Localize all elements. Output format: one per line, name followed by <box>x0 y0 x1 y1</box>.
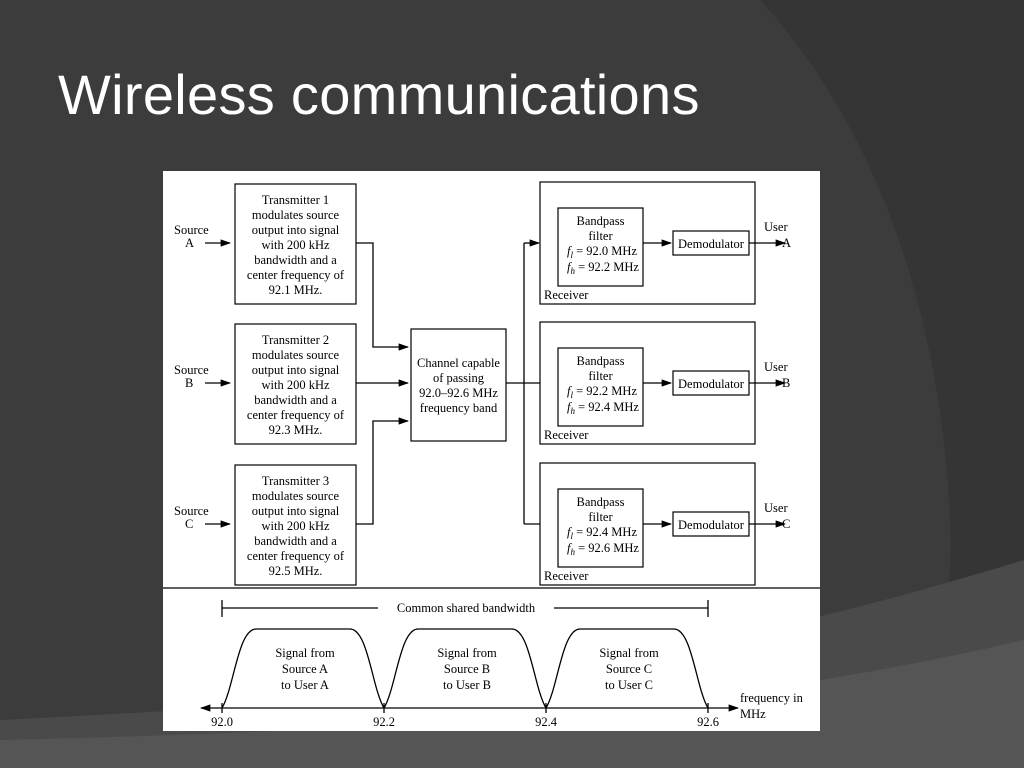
transmitter-text: 92.5 MHz. <box>269 564 323 578</box>
transmitter-text: center frequency of <box>247 268 345 282</box>
signal-spectrum-shape <box>221 628 385 709</box>
user-letter: C <box>782 517 790 531</box>
axis-label: MHz <box>740 707 766 721</box>
filter-low-cutoff: fl = 92.2 MHz <box>567 384 637 400</box>
user-label: User <box>764 220 788 234</box>
transmitter-text: Transmitter 3 <box>262 474 329 488</box>
transmitter-text: output into signal <box>252 504 340 518</box>
filter-title: Bandpass <box>577 354 625 368</box>
filter-title: filter <box>588 510 613 524</box>
filter-high-cutoff: fh = 92.2 MHz <box>567 260 639 276</box>
channel-text: of passing <box>433 371 485 385</box>
channel-text: 92.0–92.6 MHz <box>419 386 498 400</box>
transmitter-text: Transmitter 1 <box>262 193 329 207</box>
transmitter-box <box>234 183 357 305</box>
source-letter: C <box>185 517 193 531</box>
transmitter-text: output into signal <box>252 363 340 377</box>
transmitter-text: modulates source <box>252 489 340 503</box>
transmitter-box <box>234 323 357 445</box>
axis-tick-label: 92.2 <box>373 715 395 729</box>
channel-box <box>410 328 507 442</box>
signal-label: to User A <box>281 678 329 692</box>
user-letter: B <box>782 376 790 390</box>
transmitter-text: center frequency of <box>247 408 345 422</box>
signal-label: to User B <box>443 678 491 692</box>
receiver-label: Receiver <box>544 569 589 583</box>
transmitter-text: bandwidth and a <box>254 393 337 407</box>
demodulator-label: Demodulator <box>678 518 745 532</box>
signal-label: Source C <box>606 662 652 676</box>
transmitter-text: output into signal <box>252 223 340 237</box>
tx3-to-channel-arrow <box>356 417 410 525</box>
source-label: Source <box>174 363 209 377</box>
filter-high-cutoff: fh = 92.4 MHz <box>567 400 639 416</box>
transmitter-text: modulates source <box>252 208 340 222</box>
demodulator-label: Demodulator <box>678 377 745 391</box>
axis-tick-label: 92.4 <box>535 715 558 729</box>
source-letter: A <box>185 236 194 250</box>
demodulator-box <box>672 230 750 256</box>
user-letter: A <box>782 236 791 250</box>
transmitter-text: bandwidth and a <box>254 534 337 548</box>
demodulator-label: Demodulator <box>678 237 745 251</box>
filter-title: Bandpass <box>577 214 625 228</box>
signal-label: Signal from <box>275 646 335 660</box>
axis-label: frequency in <box>740 691 804 705</box>
bandpass-filter-box <box>557 488 644 568</box>
tx1-to-channel-arrow <box>356 242 410 351</box>
transmitter-text: Transmitter 2 <box>262 333 329 347</box>
source-letter: B <box>185 376 193 390</box>
transmitter-text: center frequency of <box>247 549 345 563</box>
receiver-label: Receiver <box>544 428 589 442</box>
user-label: User <box>764 360 788 374</box>
transmitter-text: with 200 kHz <box>261 238 330 252</box>
source-label: Source <box>174 223 209 237</box>
filter-low-cutoff: fl = 92.4 MHz <box>567 525 637 541</box>
filter-high-cutoff: fh = 92.6 MHz <box>567 541 639 557</box>
signal-label: Signal from <box>599 646 659 660</box>
filter-low-cutoff: fl = 92.0 MHz <box>567 244 637 260</box>
transmitter-text: modulates source <box>252 348 340 362</box>
transmitter-text: 92.1 MHz. <box>269 283 323 297</box>
transmitter-text: with 200 kHz <box>261 378 330 392</box>
bandwidth-label: Common shared bandwidth <box>397 601 536 615</box>
filter-title: Bandpass <box>577 495 625 509</box>
signal-spectrum-shape <box>545 628 709 709</box>
signal-spectrum-shape <box>383 628 547 709</box>
bandpass-filter-box <box>557 347 644 427</box>
channel-text: frequency band <box>420 401 498 415</box>
slide-title: Wireless communications <box>58 63 700 126</box>
bandpass-filter-box <box>557 207 644 287</box>
transmitter-text: with 200 kHz <box>261 519 330 533</box>
signal-label: Source B <box>444 662 490 676</box>
signal-label: to User C <box>605 678 653 692</box>
filter-title: filter <box>588 229 613 243</box>
signal-label: Source A <box>282 662 328 676</box>
signal-label: Signal from <box>437 646 497 660</box>
transmitter-text: 92.3 MHz. <box>269 423 323 437</box>
user-label: User <box>764 501 788 515</box>
receiver-label: Receiver <box>544 288 589 302</box>
channel-text: Channel capable <box>417 356 500 370</box>
source-label: Source <box>174 504 209 518</box>
filter-title: filter <box>588 369 613 383</box>
axis-tick-label: 92.0 <box>211 715 233 729</box>
axis-tick-label: 92.6 <box>697 715 719 729</box>
transmitter-text: bandwidth and a <box>254 253 337 267</box>
transmitter-box <box>234 464 357 586</box>
